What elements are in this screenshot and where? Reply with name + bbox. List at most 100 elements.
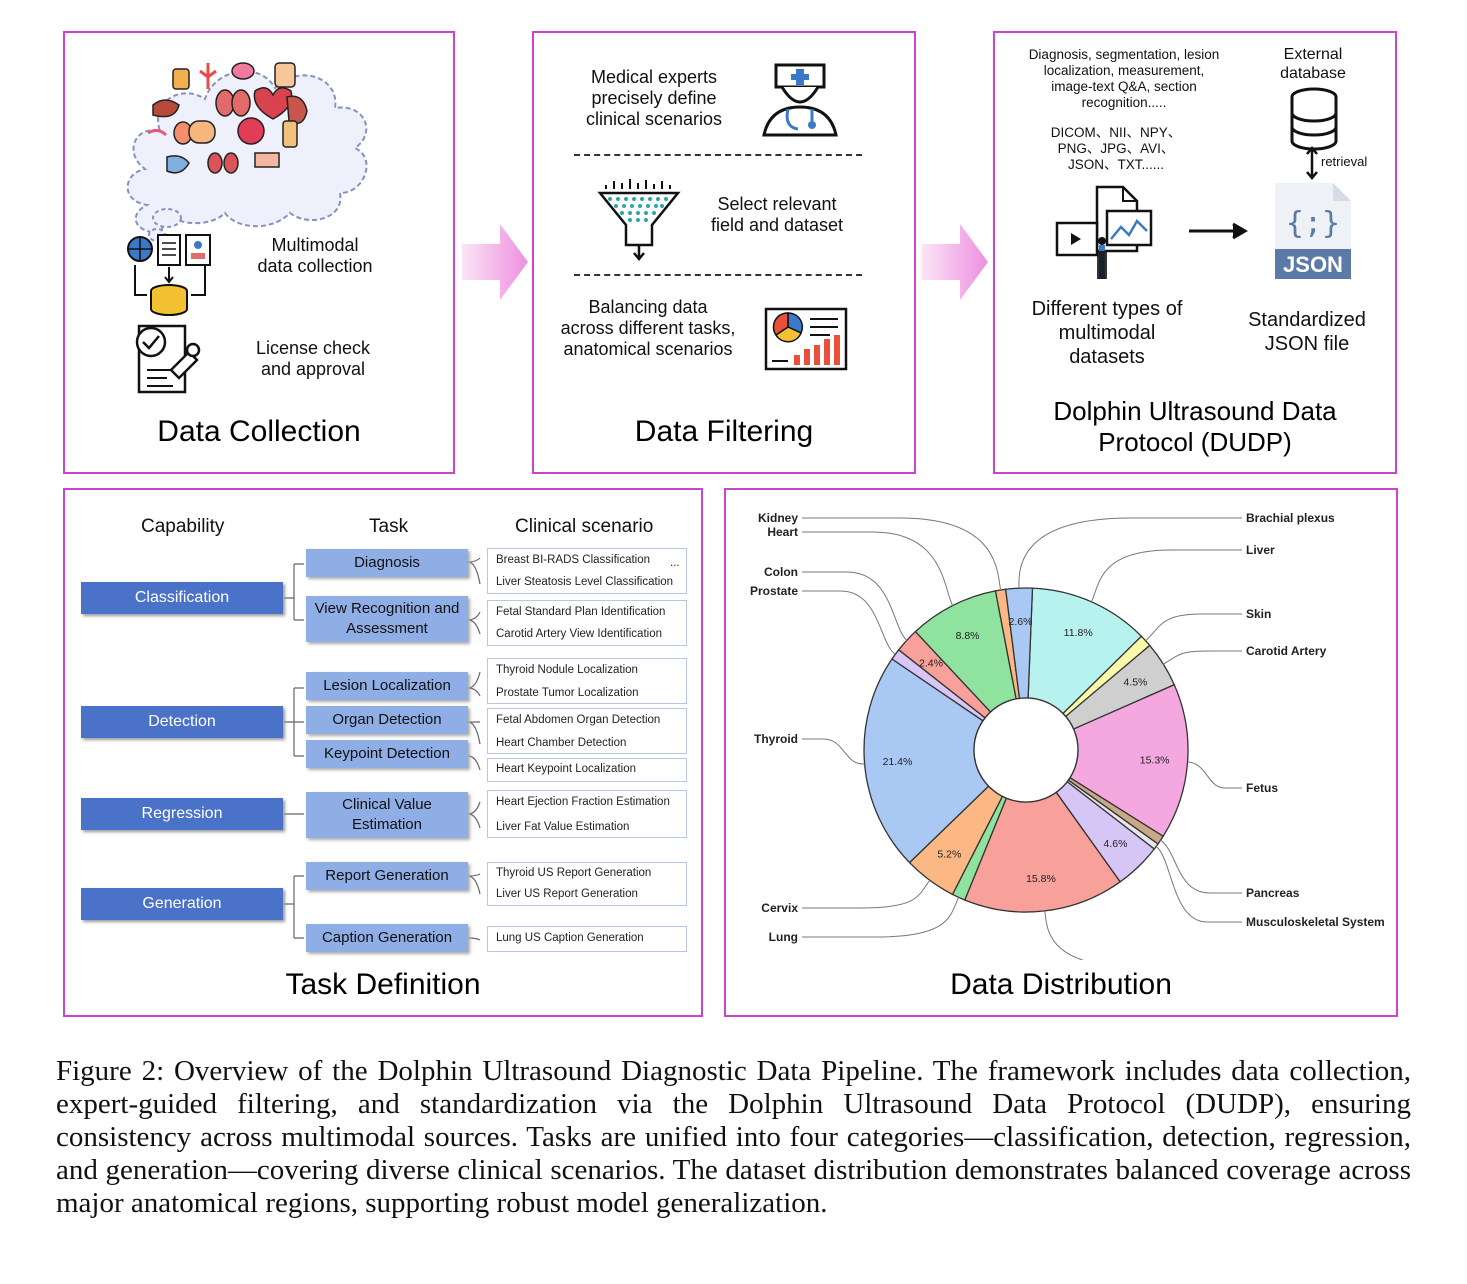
data-distribution-panel: 11.8%4.5%15.3%4.6%15.8%5.2%21.4%2.4%8.8%… [724,488,1398,1017]
scenario-item: Liver Fat Value Estimation [496,821,630,833]
data-filtering-title: Data Filtering [634,415,814,448]
scenario-item: Thyroid Nodule Localization [496,664,638,676]
task-view-recognition: View Recognition and Assessment [306,596,468,642]
leader-line [802,517,1002,591]
slice-name-label: Liver [1246,543,1275,557]
arrow-right-icon [922,224,988,300]
organs-cloud-icon [126,62,368,242]
slice-name-label: Fetus [1246,781,1278,795]
external-database-label: External database [1280,46,1346,82]
scenario-item: Thyroid US Report Generation [496,867,652,879]
slice-percent-label: 15.8% [1026,873,1056,885]
slice-percent-label: 4.5% [1123,677,1147,689]
balancing-label: Balancing data across different tasks, a… [560,297,736,359]
scenario-item: Liver US Report Generation [496,888,638,900]
leader-line [1145,613,1242,642]
slice-name-label: Prostate [750,584,798,598]
leader-line [1155,846,1242,923]
scenario-box: Thyroid Nodule Localization Prostate Tum… [487,658,687,704]
tree-connectors [284,557,481,941]
dudp-tasks-list: Diagnosis, segmentation, lesion localiza… [1028,47,1220,110]
funnel-icon [597,179,681,261]
scenario-item: Fetal Abdomen Organ Detection [496,714,661,726]
leader-line [802,531,954,606]
leader-line [802,879,931,909]
task-definition-panel: Capability Task Clinical scenario Classi… [63,488,703,1017]
leader-line [802,590,896,655]
slice-name-label: Heart [767,525,798,539]
license-check-label: License check and approval [255,338,371,379]
leader-line [1044,910,1085,960]
multimodal-dataset-icon [1055,185,1153,279]
doctor-icon [762,63,838,137]
leader-line [1187,761,1242,789]
slice-name-label: Lung [769,930,798,944]
slice-name-label: Pancreas [1246,886,1300,900]
retrieval-arrow-icon [1306,146,1318,180]
leader-line [1160,839,1242,894]
capability-generation: Generation [81,888,283,920]
leader-line [1018,517,1242,589]
scenario-box: Heart Keypoint Localization [487,758,687,782]
dudp-formats-list: DICOM、NII、NPY、 PNG、JPG、AVI、 JSON、TXT....… [1050,125,1182,172]
slice-percent-label: 2.6% [1008,616,1032,628]
scenario-box: Heart Ejection Fraction Estimation Liver… [487,790,687,838]
figure-caption: Figure 2: Overview of the Dolphin Ultras… [56,1055,1411,1219]
database-icon [1290,87,1338,151]
analytics-chart-icon [764,307,848,371]
data-collection-panel: Multimodal data collection License check… [63,31,455,474]
slice-percent-label: 2.4% [919,658,943,670]
task-report-generation: Report Generation [306,862,468,890]
capability-regression: Regression [81,798,283,830]
leader-line [1163,650,1242,665]
scenario-box: Breast BI-RADS Classification Liver Stea… [487,548,687,594]
multimodal-collection-label: Multimodal data collection [257,235,373,276]
retrieval-label: retrieval [1321,154,1368,169]
capability-detection: Detection [81,706,283,738]
task-lesion-localization: Lesion Localization [306,672,468,700]
dudp-panel: Diagnosis, segmentation, lesion localiza… [993,31,1397,474]
slice-name-label: Musculoskeletal System [1246,915,1385,929]
select-field-label: Select relevant field and dataset [710,194,844,235]
task-definition-title: Task Definition [285,968,481,1001]
leader-line [802,897,960,938]
arrow-right-icon [1189,222,1248,240]
divider [574,274,862,276]
distribution-donut-chart: 11.8%4.5%15.3%4.6%15.8%5.2%21.4%2.4%8.8%… [750,511,1385,960]
task-organ-detection: Organ Detection [306,706,468,734]
scenario-item: Lung US Caption Generation [496,932,644,944]
scenario-box: Lung US Caption Generation [487,926,687,952]
standardized-json-label: Standardized JSON file [1248,309,1366,355]
slice-name-label: Colon [764,565,798,579]
scenario-item: Liver Steatosis Level Classification [496,576,674,588]
multimodal-types-label: Different types of multimodal datasets [1031,298,1183,368]
scenario-item: Prostate Tumor Localization [496,687,639,699]
slice-percent-label: 4.6% [1104,838,1128,850]
leader-line [802,571,908,641]
slice-name-label: Kidney [758,511,798,525]
dudp-title: Dolphin Ultrasound Data Protocol (DUDP) [1053,396,1337,457]
slice-percent-label: 5.2% [937,849,961,861]
data-filtering-panel: Medical experts precisely define clinica… [532,31,916,474]
capability-classification: Classification [81,582,283,614]
scenario-item: Fetal Standard Plan Identification [496,606,666,618]
arrow-right-icon [462,224,528,300]
scenario-item: Carotid Artery View Identification [496,628,662,640]
slice-percent-label: 11.8% [1064,627,1093,639]
scenario-item: Heart Chamber Detection [496,737,627,749]
donut-hole [973,697,1079,803]
capability-header: Capability [141,516,225,537]
slice-percent-label: 8.8% [956,630,980,642]
data-distribution-title: Data Distribution [950,968,1172,1001]
database-collection-icon [127,234,211,316]
json-file-icon: {;} JSON [1275,183,1351,279]
leader-line [802,738,865,765]
scenario-box: Fetal Abdomen Organ Detection Heart Cham… [487,708,687,754]
task-diagnosis: Diagnosis [306,549,468,577]
scenario-box: Fetal Standard Plan Identification Carot… [487,600,687,646]
scenario-box: Thyroid US Report Generation Liver US Re… [487,862,687,906]
leader-line [1091,549,1242,603]
task-header: Task [369,516,409,537]
experts-label: Medical experts precisely define clinica… [585,67,723,129]
slice-name-label: Brachial plexus [1246,511,1335,525]
